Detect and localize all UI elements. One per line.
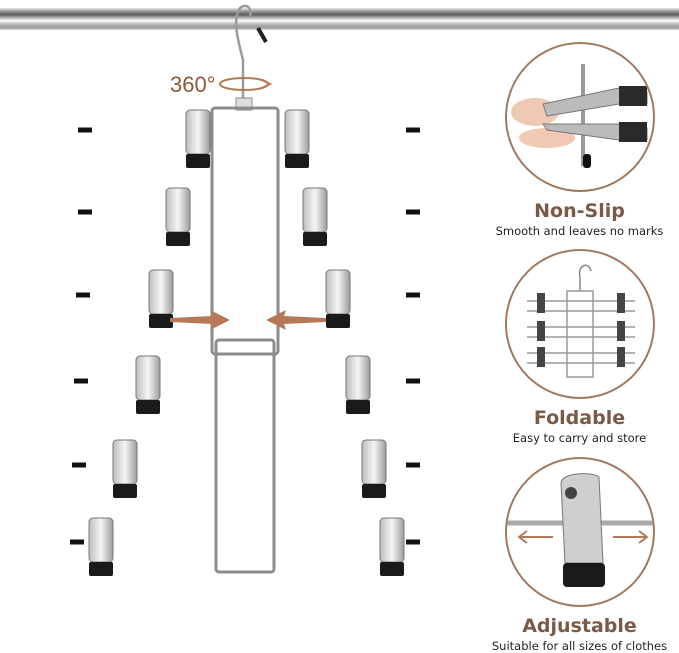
sliding-clip-icon bbox=[504, 457, 655, 607]
feature-title: Adjustable bbox=[522, 615, 637, 637]
feature-non-slip: Non-Slip Smooth and leaves no marks bbox=[480, 42, 679, 238]
feature-title: Foldable bbox=[533, 407, 626, 429]
feature-foldable: Foldable Easy to carry and store bbox=[480, 249, 679, 445]
feature-adjustable: Adjustable Suitable for all sizes of clo… bbox=[480, 457, 679, 653]
rotation-label: 360° bbox=[170, 72, 216, 97]
feature-title: Non-Slip bbox=[534, 200, 625, 222]
feature-subtitle: Smooth and leaves no marks bbox=[495, 224, 664, 238]
clip-pinch-icon bbox=[504, 42, 655, 192]
clothes-rail bbox=[0, 8, 679, 30]
feature-subtitle: Easy to carry and store bbox=[512, 431, 647, 445]
feature-subtitle: Suitable for all sizes of clothes bbox=[491, 639, 668, 653]
hanger-product-image bbox=[70, 4, 420, 576]
folded-hanger-icon bbox=[504, 249, 655, 399]
